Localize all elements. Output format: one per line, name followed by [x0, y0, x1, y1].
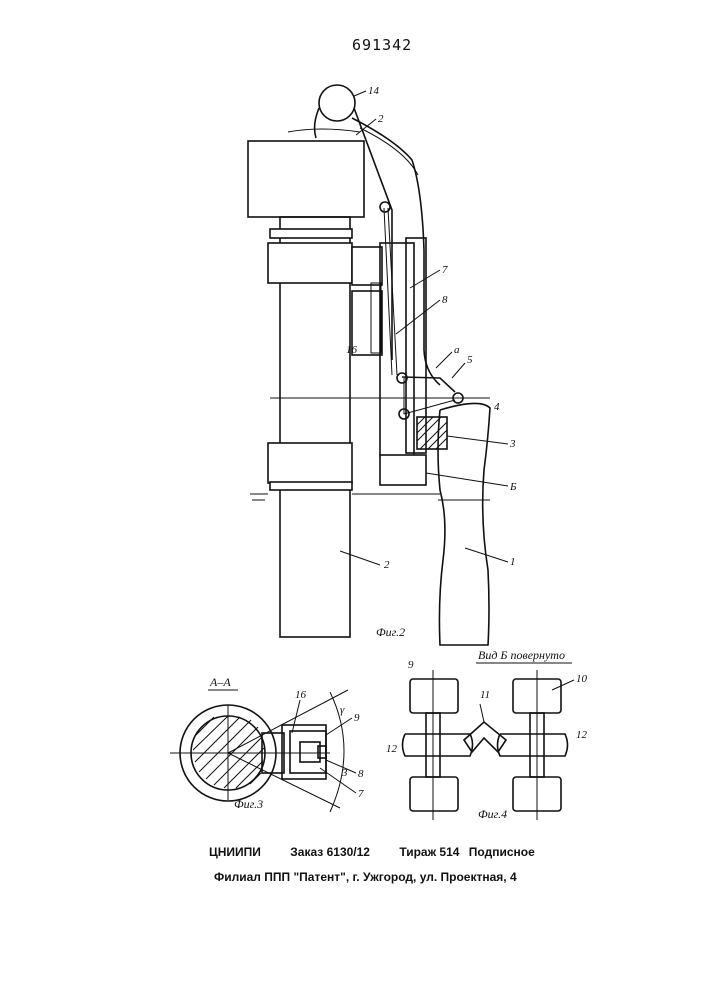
label-12-right: 12 — [576, 729, 588, 741]
gripper-3 — [417, 417, 447, 449]
label-5: 5 — [467, 354, 473, 366]
figure-2-labels: 14 2 7 8 16 a 5 4 3 Б 2 1 Фиг.2 — [340, 85, 517, 639]
label-8: 8 — [442, 294, 448, 306]
label-16-section: 16 — [295, 689, 307, 701]
figure-2-caption: Фиг.2 — [376, 625, 405, 639]
lever-5 — [402, 377, 455, 392]
footer-branch: Филиал ППП "Патент", г. Ужгород, ул. Про… — [214, 870, 517, 884]
upper-collar — [268, 243, 352, 283]
section-label-a-a: A–A — [209, 675, 231, 689]
figure-3-caption: Фиг.3 — [234, 797, 263, 811]
label-11: 11 — [480, 689, 490, 701]
label-a: a — [454, 344, 460, 356]
label-3: 3 — [509, 438, 516, 450]
bar-12-left — [403, 734, 473, 756]
label-B: Б — [509, 481, 517, 493]
footer-org: ЦНИИПИ — [209, 845, 261, 859]
footer-subscription: Подписное — [469, 845, 535, 859]
v-element-11 — [464, 722, 506, 752]
label-14: 14 — [368, 85, 380, 97]
figure-4-caption: Фиг.4 — [478, 807, 507, 821]
footer-order: Заказ 6130/12 — [290, 845, 370, 859]
label-9-section: 9 — [354, 712, 360, 724]
carriage-plate — [380, 243, 414, 456]
label-7-section: 7 — [358, 788, 364, 800]
view-label: Вид Б повернуто — [478, 648, 565, 662]
label-gamma: γ — [340, 704, 345, 716]
footer-circulation: Тираж 514 — [399, 845, 459, 859]
cable — [315, 108, 319, 138]
roller-9-top — [410, 679, 458, 713]
label-4: 4 — [494, 401, 500, 413]
roller-9-bottom — [410, 777, 458, 811]
lower-collar — [268, 443, 352, 483]
top-beam — [248, 141, 364, 217]
label-9: 9 — [408, 659, 414, 671]
label-1: 1 — [510, 556, 516, 568]
label-8-section: 8 — [358, 768, 364, 780]
label-12-left: 12 — [386, 743, 398, 755]
label-7: 7 — [442, 264, 448, 276]
label-10: 10 — [576, 673, 588, 685]
bar-12-right — [498, 734, 568, 756]
pulley-14 — [319, 85, 355, 121]
label-2-top: 2 — [378, 113, 384, 125]
label-2: 2 — [384, 559, 390, 571]
footer-line-1: ЦНИИПИ Заказ 6130/12 Тираж 514 Подписное — [209, 845, 535, 859]
label-16: 16 — [346, 344, 358, 356]
figure-4: Вид Б повернуто 9 10 11 12 12 Фиг.4 — [386, 648, 588, 821]
figure-3: A–A 16 γ 9 3 8 7 Фиг.3 — [170, 675, 364, 812]
